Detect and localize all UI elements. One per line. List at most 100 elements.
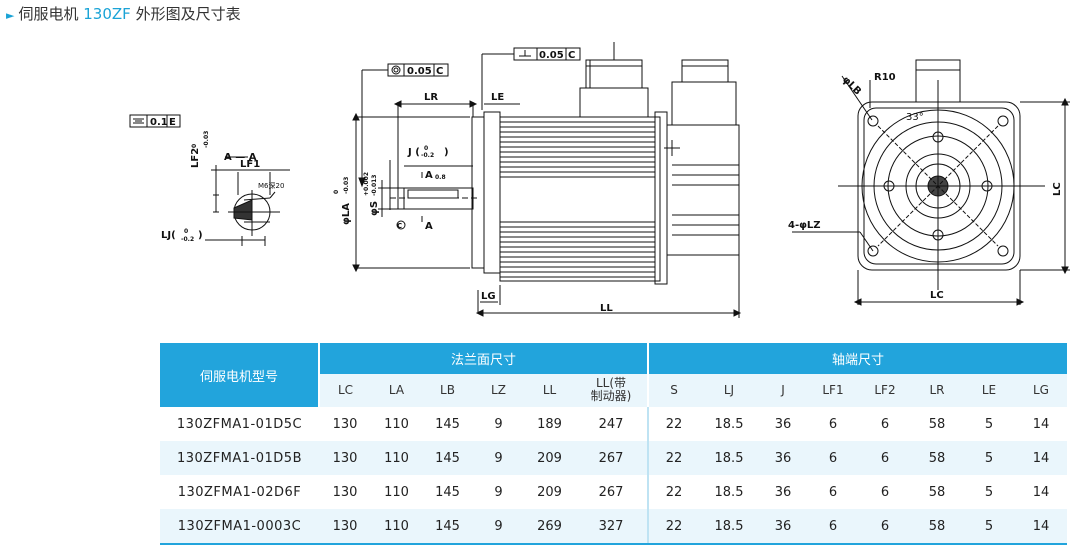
dim-la: φLA <box>341 203 352 225</box>
dim-lz: 4-φLZ <box>788 220 821 231</box>
table-row: 130ZFMA1-0003C 130 110 145 9 269 327 22 … <box>160 509 1067 545</box>
table-cell: 145 <box>422 475 473 509</box>
title-model-highlight: 130ZF <box>83 5 131 23</box>
table-row: 130ZFMA1-02D6F 130 110 145 9 209 267 22 … <box>160 475 1067 509</box>
table-cell: 130 <box>319 407 371 441</box>
perpendicularity-datum: C <box>568 50 575 61</box>
table-cell: 267 <box>575 441 649 475</box>
table-cell: 36 <box>759 509 807 545</box>
dim-j: J ( <box>407 147 420 158</box>
col-header: LF2 <box>859 373 911 407</box>
table-cell: 5 <box>963 441 1015 475</box>
table-cell: 36 <box>759 475 807 509</box>
table-cell: 36 <box>759 407 807 441</box>
motor-outline-drawing: 0.1 E LF2 0 -0.03 A — A LF1 M6深20 LJ( 0 … <box>129 42 1070 318</box>
dim-lb: φLB <box>840 74 863 97</box>
shaft-section-view <box>129 114 290 246</box>
dim-lj-close: ) <box>198 230 203 241</box>
table-cell: 209 <box>524 441 575 475</box>
col-header: LL <box>524 373 575 407</box>
col-header: J <box>759 373 807 407</box>
table-cell: 110 <box>371 407 422 441</box>
page-title: ►伺服电机 130ZF 外形图及尺寸表 <box>6 3 241 24</box>
dim-lf2-tol-upper: 0 <box>191 144 198 148</box>
dim-s-tol-upper: +0.002 <box>363 172 370 196</box>
section-mark-top: A <box>425 170 433 181</box>
col-header: LF1 <box>807 373 859 407</box>
table-cell: 14 <box>1015 407 1067 441</box>
runout-datum: C <box>436 66 443 77</box>
table-cell: 9 <box>473 509 524 545</box>
dim-la-tol-lower: -0.03 <box>343 177 350 194</box>
table-cell: 14 <box>1015 509 1067 545</box>
model-cell: 130ZFMA1-02D6F <box>160 475 319 509</box>
dim-j-close: ) <box>444 147 449 158</box>
datum-c: C <box>397 222 402 230</box>
flatness-frame <box>129 114 181 128</box>
motor-cooling-fins <box>500 121 655 278</box>
col-header: S <box>648 373 699 407</box>
table-cell: 6 <box>807 475 859 509</box>
dimension-table: 伺服电机型号 法兰面尺寸 轴端尺寸 LC LA LB LZ LL LL(带 制动… <box>160 343 1067 545</box>
table-cell: 110 <box>371 509 422 545</box>
dim-lg: LG <box>481 291 496 302</box>
table-cell: 9 <box>473 407 524 441</box>
dim-lf1: LF1 <box>240 159 260 170</box>
dim-r10: R10 <box>874 72 896 83</box>
motor-side-view <box>352 42 742 318</box>
table-cell: 6 <box>859 475 911 509</box>
runout-tolerance: 0.05 <box>407 66 432 77</box>
col-header: LB <box>422 373 473 407</box>
perpendicularity-tolerance: 0.05 <box>539 50 564 61</box>
table-cell: 6 <box>859 509 911 545</box>
thread-spec: M6深20 <box>258 181 284 190</box>
dim-la-tol-upper: 0 <box>333 190 340 194</box>
table-cell: 209 <box>524 475 575 509</box>
table-cell: 5 <box>963 407 1015 441</box>
table-cell: 6 <box>859 407 911 441</box>
dim-j-tol-upper: 0 <box>424 145 428 152</box>
table-cell: 6 <box>807 441 859 475</box>
table-cell: 5 <box>963 509 1015 545</box>
dim-lj-tol-lower: -0.2 <box>181 236 194 243</box>
title-suffix: 外形图及尺寸表 <box>130 5 241 23</box>
shaft-group-header: 轴端尺寸 <box>648 343 1067 374</box>
dim-lc-side: LC <box>1052 182 1063 196</box>
model-header: 伺服电机型号 <box>160 343 320 407</box>
table-row: 130ZFMA1-01D5C 130 110 145 9 189 247 22 … <box>160 407 1067 441</box>
dim-lc-bottom: LC <box>930 290 944 301</box>
table-cell: 6 <box>807 407 859 441</box>
table-cell: 145 <box>422 509 473 545</box>
table-cell: 145 <box>422 407 473 441</box>
table-cell: 58 <box>911 407 963 441</box>
dim-angle: 33° <box>906 112 924 123</box>
table-cell: 327 <box>575 509 649 545</box>
table-cell: 9 <box>473 441 524 475</box>
col-header: LZ <box>473 373 524 407</box>
col-header: LJ <box>699 373 759 407</box>
col-header: LE <box>963 373 1015 407</box>
table-cell: 58 <box>911 509 963 545</box>
table-cell: 18.5 <box>699 441 759 475</box>
key-tolerance: 0.8 <box>435 174 446 181</box>
flatness-tolerance: 0.1 <box>150 117 168 128</box>
section-mark-bottom: A <box>425 221 433 232</box>
dim-lf2-tol-lower: -0.03 <box>203 131 210 148</box>
table-cell: 18.5 <box>699 509 759 545</box>
table-cell: 18.5 <box>699 407 759 441</box>
dim-lf2: LF2 <box>190 148 201 168</box>
table-cell: 130 <box>319 441 371 475</box>
table-cell: 18.5 <box>699 475 759 509</box>
dim-le: LE <box>491 92 504 103</box>
table-cell: 14 <box>1015 475 1067 509</box>
bullet-arrow-icon: ► <box>6 9 15 22</box>
table-cell: 22 <box>648 475 699 509</box>
table-cell: 36 <box>759 441 807 475</box>
dim-ll: LL <box>600 303 613 314</box>
table-cell: 269 <box>524 509 575 545</box>
table-cell: 110 <box>371 475 422 509</box>
model-cell: 130ZFMA1-01D5C <box>160 407 319 441</box>
model-cell: 130ZFMA1-0003C <box>160 509 319 545</box>
col-header: LC <box>319 373 371 407</box>
table-cell: 58 <box>911 441 963 475</box>
